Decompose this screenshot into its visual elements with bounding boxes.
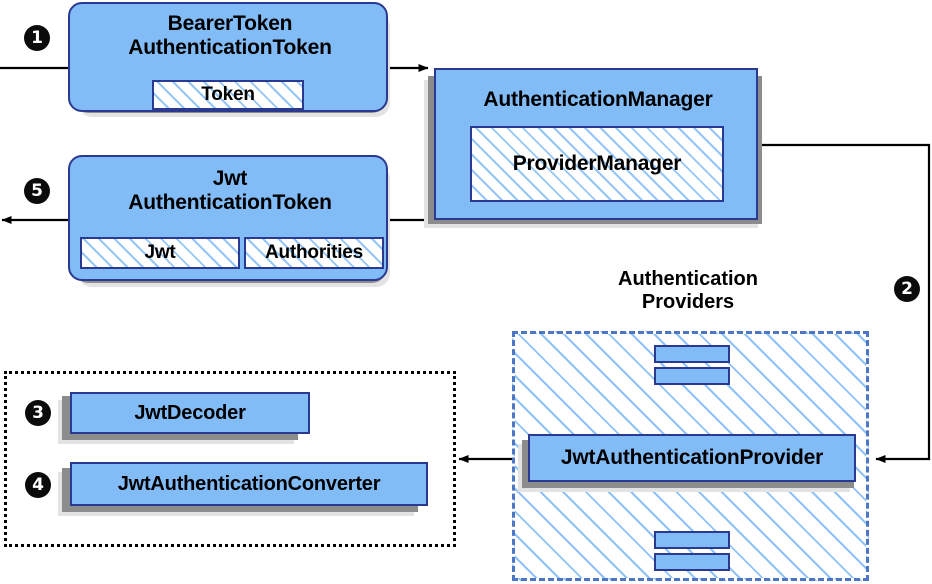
jwt-token-inner-authorities-label: Authorities — [264, 242, 364, 263]
jwt-token-inner-jwt-label: Jwt — [144, 242, 176, 263]
node-jwt-authentication-converter[interactable]: JwtAuthenticationConverter — [70, 462, 428, 506]
badge-1: 1 — [24, 25, 50, 51]
peer-provider-bottom-bar-1[interactable] — [654, 531, 730, 549]
peer-provider-top-bar-1[interactable] — [654, 345, 730, 363]
node-jwt-decoder[interactable]: JwtDecoder — [70, 392, 310, 434]
provider-manager-label: ProviderManager — [512, 152, 682, 175]
badge-4: 4 — [25, 472, 51, 498]
jwt-token-inner-authorities[interactable]: Authorities — [244, 237, 384, 269]
peer-provider-bottom-bar-2[interactable] — [654, 553, 730, 571]
bearer-token-label: BearerToken AuthenticationToken — [128, 12, 332, 59]
node-jwt-authentication-token[interactable]: Jwt AuthenticationToken Jwt Authorities — [68, 155, 388, 281]
jwt-authentication-converter-label: JwtAuthenticationConverter — [117, 473, 381, 495]
badge-2: 2 — [894, 276, 920, 302]
bearer-token-inner-token[interactable]: Token — [152, 80, 304, 110]
node-bearer-token-authentication-token[interactable]: BearerToken AuthenticationToken Token — [68, 2, 388, 112]
node-jwt-authentication-provider[interactable]: JwtAuthenticationProvider — [528, 434, 856, 482]
panel-jwt-support-components — [4, 371, 456, 547]
peer-provider-top-bar-2[interactable] — [654, 367, 730, 385]
authentication-manager-inner-provider-manager[interactable]: ProviderManager — [470, 126, 724, 202]
authentication-manager-label: AuthenticationManager — [483, 88, 713, 111]
badge-5: 5 — [24, 178, 50, 204]
jwt-token-inner-jwt[interactable]: Jwt — [80, 237, 240, 269]
badge-3: 3 — [25, 400, 51, 426]
jwt-authentication-provider-label: JwtAuthenticationProvider — [560, 446, 824, 469]
bearer-token-inner-token-label: Token — [201, 84, 255, 105]
jwt-token-label: Jwt AuthenticationToken — [128, 167, 332, 214]
authentication-providers-caption: Authentication Providers — [618, 268, 758, 313]
node-authentication-manager[interactable]: AuthenticationManager ProviderManager — [434, 68, 758, 220]
jwt-decoder-label: JwtDecoder — [134, 402, 246, 424]
